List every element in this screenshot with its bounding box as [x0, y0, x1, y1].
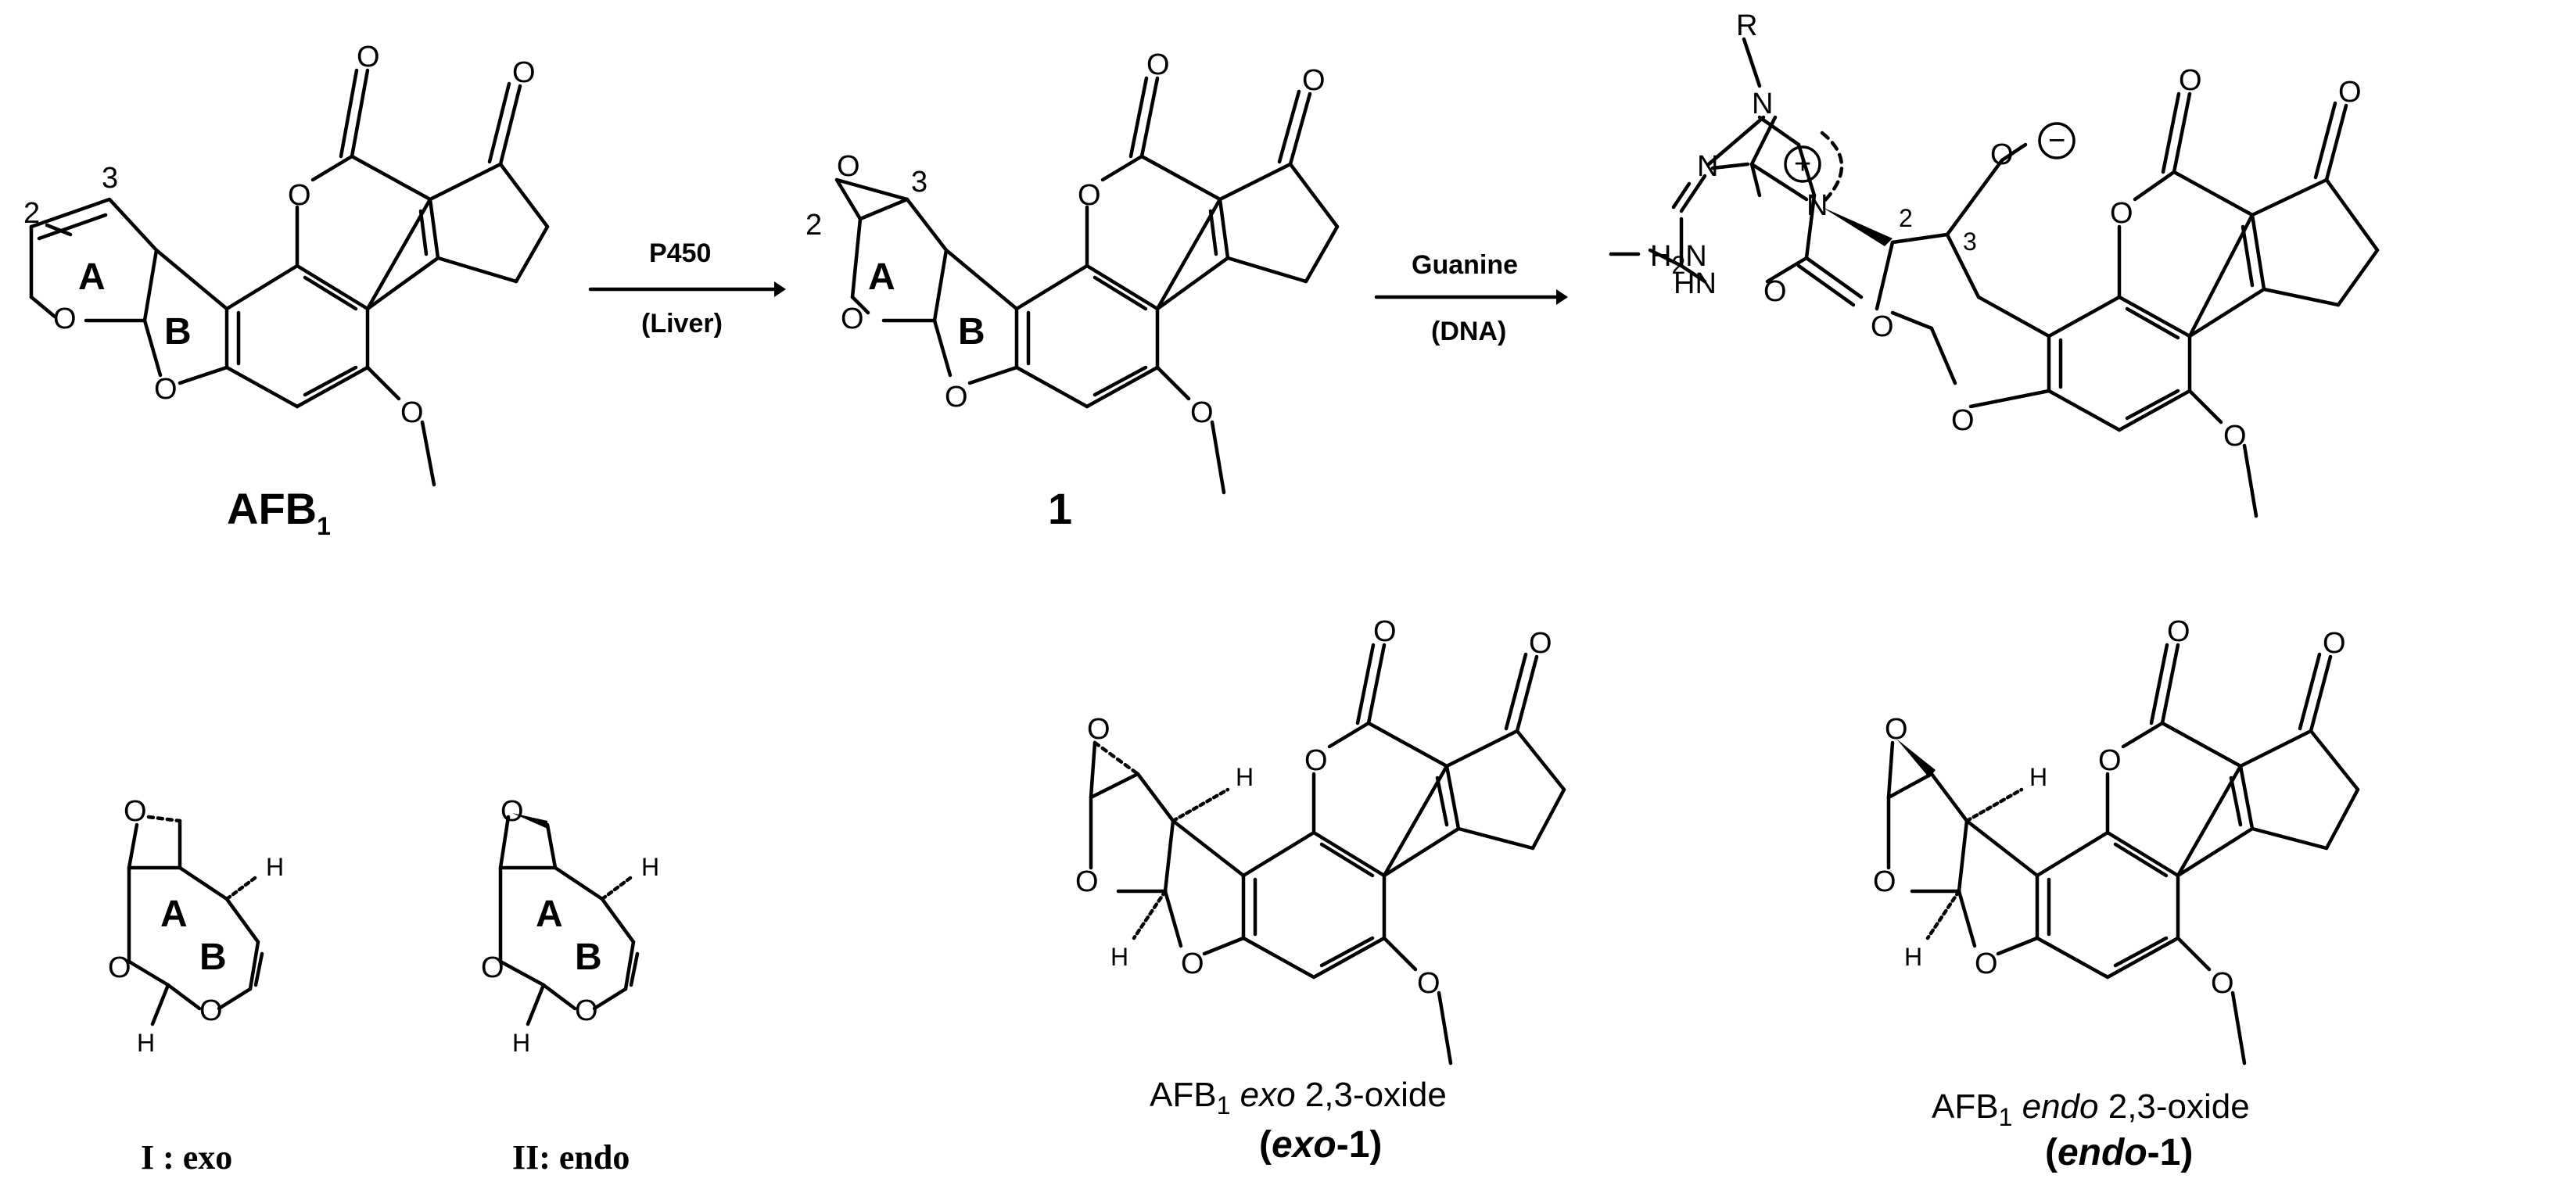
exo-caption: I : exo — [141, 1138, 232, 1177]
adduct-oxygen-carbonyl: O — [1763, 275, 1787, 308]
endo1-caption-line1: AFB1 endo 2,3-oxide — [1932, 1087, 2250, 1131]
endo-bicyclic-structure: O A B O O H H II: endo — [481, 795, 659, 1177]
endo1-oxygen-lactone: O — [2098, 744, 2122, 777]
exo1-oxygen-ketone: O — [1529, 627, 1552, 660]
guanine-adduct-structure: R N N N H2N HN O + O − 2 3 O O O O O O — [1609, 9, 2380, 518]
afb1-oxygen-methoxy: O — [400, 396, 424, 429]
cmpd1-oxygen-ring-b: O — [945, 381, 968, 414]
exo-bicyclic-structure: O A B O O H H I : exo — [108, 795, 284, 1177]
afb1-c2-number: 2 — [23, 197, 40, 230]
exo1-oxygen-ring-a: O — [1075, 865, 1099, 898]
exo-epoxide-oxygen: O — [124, 795, 147, 828]
cmpd1-oxygen-lactone: O — [1078, 179, 1101, 212]
endo-ring-a-label: A — [536, 894, 563, 935]
adduct-hn: HN — [1674, 267, 1717, 300]
afb1-ring-a-label: A — [78, 256, 106, 298]
cmpd1-c2-number: 2 — [805, 209, 822, 242]
adduct-minus-charge: − — [2048, 124, 2065, 157]
afb1-oxygen-ring-b: O — [154, 373, 178, 406]
compound1-structure: O 2 3 A B O O O O O O 1 — [805, 48, 1340, 533]
exo-h-top: H — [266, 853, 284, 881]
exo1-caption-line1: AFB1 exo 2,3-oxide — [1150, 1076, 1447, 1119]
adduct-n7: N — [1806, 189, 1828, 222]
endo1-epoxide-oxygen: O — [1885, 713, 1908, 746]
adduct-oxygen-carbonyl-2: O — [2179, 64, 2202, 97]
endo1-oxygen-carbonyl: O — [2167, 615, 2190, 648]
cmpd1-c3-number: 3 — [911, 166, 927, 199]
cmpd1-oxygen-ring-a: O — [841, 303, 864, 335]
cmpd1-ring-b-label: B — [958, 311, 985, 353]
exo1-oxygen-lactone: O — [1304, 744, 1328, 777]
adduct-h2n: H2N — [1650, 240, 1707, 279]
cmpd1-oxygen-carbonyl: O — [1146, 48, 1170, 81]
afb1-oxygen-ring-a: O — [53, 303, 77, 335]
arrow-guanine: Guanine (DNA) — [1374, 250, 1568, 346]
endo-ring-b-label: B — [575, 937, 602, 978]
adduct-c2-number: 2 — [1899, 204, 1913, 232]
compound1-label: 1 — [1048, 484, 1072, 533]
endo1-oxygen-ring-b: O — [1975, 947, 1998, 980]
adduct-n3: N — [1697, 150, 1718, 183]
endo-1-structure: O O O O O O O H H AFB1 endo 2,3-oxide (e… — [1873, 615, 2360, 1173]
exo-ring-a-label: A — [160, 894, 188, 935]
endo1-caption-line2: (endo-1) — [2045, 1132, 2193, 1173]
adduct-r-group: R — [1736, 9, 1757, 42]
cmpd1-oxygen-methoxy: O — [1190, 396, 1214, 429]
adduct-n9: N — [1752, 88, 1773, 120]
endo-caption: II: endo — [512, 1138, 630, 1177]
adduct-plus-charge: + — [1794, 148, 1811, 181]
exo1-caption-line2: (exo-1) — [1259, 1124, 1382, 1166]
cmpd1-epoxide-oxygen: O — [837, 150, 860, 183]
exo-h-bottom: H — [137, 1029, 155, 1057]
arrow-guanine-label: Guanine — [1412, 250, 1518, 280]
endo-h-top: H — [641, 853, 659, 881]
endo1-oxygen-ketone: O — [2323, 627, 2346, 660]
adduct-oxygen-ring-a: O — [1871, 310, 1894, 343]
endo1-oxygen-methoxy: O — [2211, 967, 2234, 1000]
afb1-oxygen-carbonyl: O — [357, 41, 380, 73]
endo-oxygen-ring-a: O — [481, 951, 504, 984]
endo1-oxygen-ring-a: O — [1873, 865, 1896, 898]
cmpd1-oxygen-ketone: O — [1302, 64, 1326, 97]
adduct-oxygen-ring-b: O — [1951, 404, 1975, 437]
exo-ring-b-label: B — [199, 937, 227, 978]
afb1-oxygen-lactone: O — [288, 179, 311, 212]
endo1-h-bottom: H — [1904, 943, 1922, 971]
afb1-structure: 2 3 A B O O O O O O AFB1 — [23, 41, 550, 540]
endo-h-bottom: H — [512, 1029, 530, 1057]
adduct-oxygen-anion: O — [1990, 138, 2014, 171]
adduct-oxygen-ketone: O — [2338, 76, 2362, 109]
afb1-label: AFB1 — [227, 484, 331, 540]
endo-epoxide-oxygen: O — [500, 795, 524, 828]
arrow-dna-label: (DNA) — [1431, 317, 1506, 346]
exo-1-structure: O O O O O O O H H AFB1 exo 2,3-oxide (ex… — [1075, 615, 1566, 1166]
exo-oxygen-ring-b: O — [199, 994, 223, 1027]
arrow-p450: P450 (Liver) — [588, 238, 786, 339]
afb1-oxygen-ketone: O — [512, 56, 536, 89]
exo1-epoxide-oxygen: O — [1087, 713, 1110, 746]
exo1-h-bottom: H — [1110, 943, 1128, 971]
exo1-oxygen-carbonyl: O — [1373, 615, 1397, 648]
exo-oxygen-ring-a: O — [108, 951, 131, 984]
adduct-oxygen-methoxy: O — [2223, 420, 2247, 453]
arrow-p450-label: P450 — [649, 238, 711, 268]
afb1-ring-b-label: B — [164, 311, 192, 353]
adduct-c3-number: 3 — [1963, 227, 1977, 256]
adduct-oxygen-lactone: O — [2110, 197, 2133, 230]
exo1-h-top: H — [1236, 763, 1254, 791]
endo-oxygen-ring-b: O — [575, 994, 598, 1027]
exo1-oxygen-ring-b: O — [1181, 947, 1204, 980]
endo1-h-top: H — [2029, 763, 2047, 791]
exo1-oxygen-methoxy: O — [1417, 967, 1440, 1000]
cmpd1-ring-a-label: A — [868, 256, 895, 298]
arrow-liver-label: (Liver) — [641, 309, 723, 339]
afb1-c3-number: 3 — [102, 162, 118, 195]
